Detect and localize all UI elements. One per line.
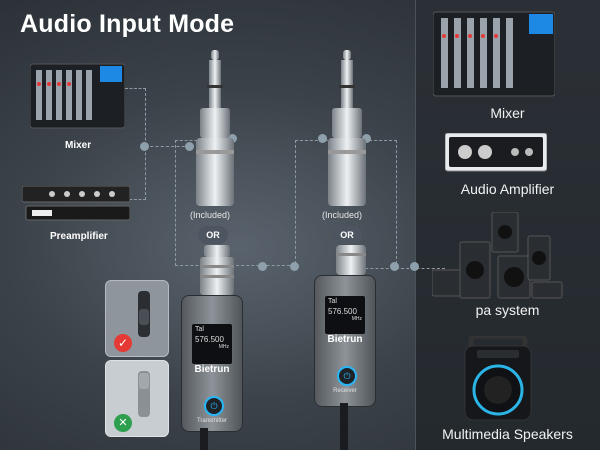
- receiver-brand: Bietrun: [327, 334, 363, 345]
- preamplifier-label: Preamplifier: [50, 231, 108, 242]
- audio-amplifier-image: [445, 133, 547, 172]
- connector-dot: [185, 142, 194, 151]
- transmitter-power-button[interactable]: ⏻: [204, 396, 224, 416]
- receiver-screen: Tal 576.500 MHz: [325, 296, 365, 334]
- connector-dot: [290, 262, 299, 271]
- jack-to-xlr-adapter-right: [328, 50, 366, 206]
- transmitter-unit: MHz: [218, 344, 229, 350]
- transmitter-cable: [200, 428, 208, 450]
- transmitter-brand: Bietrun: [194, 364, 230, 375]
- preamplifier-image: [22, 186, 130, 221]
- receiver-xlr-plug: [336, 245, 366, 275]
- connector-dot: [410, 262, 419, 271]
- adapter-right-included: (Included): [322, 210, 363, 220]
- receiver-unit: MHz: [351, 316, 362, 322]
- transmitter-frequency: 576.500: [195, 335, 224, 344]
- or-badge-left: OR: [198, 226, 228, 244]
- transmitter-device: Tal 576.500 MHz Bietrun ⏻ Transmitter: [181, 295, 243, 432]
- receiver-power-button[interactable]: ⏻: [337, 366, 357, 386]
- incorrect-x-icon: ✕: [114, 414, 132, 432]
- receiver-caption: Receiver: [333, 388, 357, 394]
- receiver-frequency: 576.500: [328, 307, 357, 316]
- transmitter-xlr-plug: [200, 245, 234, 295]
- connector-line: [145, 146, 190, 147]
- transmitter-caption: Transmitter: [196, 418, 228, 424]
- jack-to-xlr-adapter-left: [196, 50, 234, 206]
- adapter-left-included: (Included): [190, 210, 231, 220]
- mixer-left-label: Mixer: [65, 140, 92, 151]
- connector-dot: [140, 142, 149, 151]
- multimedia-speaker-image: [464, 336, 532, 421]
- receiver-device: Tal 576.500 MHz Bietrun ⏻ Receiver: [314, 275, 376, 407]
- receiver-cable: [340, 403, 348, 450]
- switch-incorrect-panel: ✕: [105, 360, 169, 437]
- connector-line: [355, 268, 445, 269]
- multimedia-speakers-label: Multimedia Speakers: [442, 426, 573, 442]
- mixer-right-image: [433, 11, 555, 97]
- mixer-left-image: [30, 63, 125, 129]
- connector-dot: [390, 262, 399, 271]
- audio-amplifier-label: Audio Amplifier: [460, 181, 555, 197]
- transmitter-screen: Tal 576.500 MHz: [192, 324, 232, 364]
- connector-dot: [362, 134, 371, 143]
- or-badge-right: OR: [332, 226, 362, 244]
- mixer-right-label: Mixer: [490, 105, 525, 121]
- switch-correct-panel: ✓: [105, 280, 169, 357]
- connector-line: [175, 265, 295, 266]
- connector-dot: [228, 134, 237, 143]
- correct-check-icon: ✓: [114, 334, 132, 352]
- connector-dot: [258, 262, 267, 271]
- pa-system-label: pa system: [475, 302, 540, 318]
- page-title: Audio Input Mode: [20, 10, 235, 38]
- connector-dot: [318, 134, 327, 143]
- pa-system-image: [432, 212, 563, 299]
